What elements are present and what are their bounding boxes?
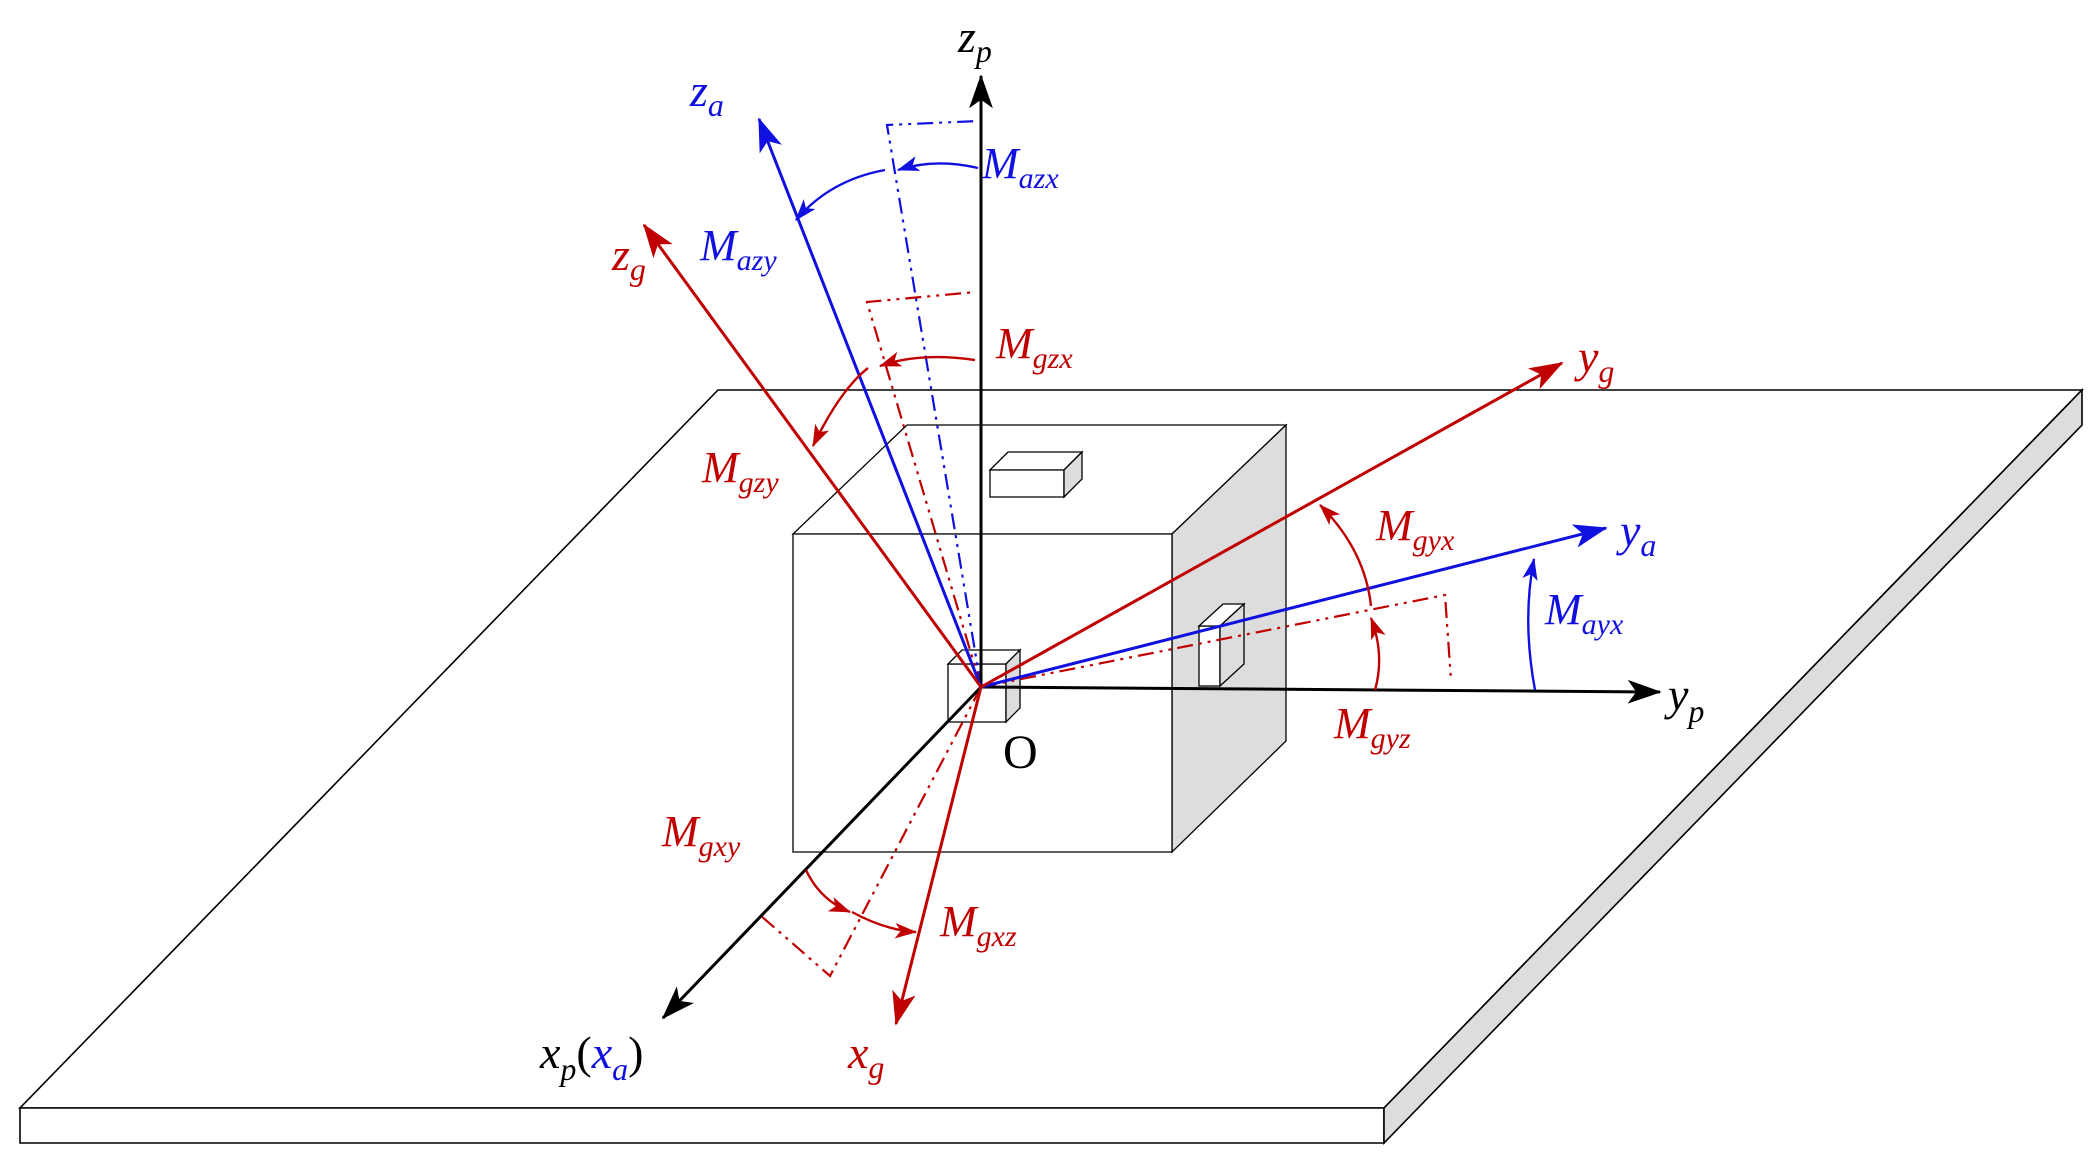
ya-axis xyxy=(980,524,1608,689)
xp-label: xp(xa) xyxy=(539,1027,644,1087)
gxz-arc xyxy=(851,910,918,939)
gxz-projection xyxy=(759,686,982,978)
axis-labels: zp yp xp(xa) za ya zg yg xg O xyxy=(539,11,1704,1087)
azx-projection xyxy=(885,119,983,688)
azy-label: Mazy xyxy=(699,221,777,277)
azx-arc xyxy=(896,156,979,172)
xg-label: xg xyxy=(847,1027,884,1085)
platform-frame-axes xyxy=(661,74,1662,1020)
sensor-block-top xyxy=(988,450,1084,499)
gzx-projection xyxy=(865,290,983,688)
azx-label: Mazx xyxy=(981,139,1059,195)
gzy-arc xyxy=(811,367,869,447)
gyro-frame-axes xyxy=(642,223,1564,1026)
gzy-label: Mgzy xyxy=(701,443,779,499)
zg-axis xyxy=(642,223,983,688)
gzx-label: Mgzx xyxy=(995,319,1073,375)
gxy-label: Mgxy xyxy=(661,807,741,863)
misalignment-arcs xyxy=(795,156,1538,939)
zp-label: zp xyxy=(957,11,992,69)
reference-projections xyxy=(759,119,1453,978)
za-label: za xyxy=(689,65,724,123)
plate-front-face xyxy=(19,1107,1385,1144)
yg-label: yg xyxy=(1574,331,1614,389)
gyx-projection xyxy=(980,593,1453,689)
yp-axis xyxy=(980,679,1662,704)
origin-label: O xyxy=(1003,726,1038,779)
gxz-label: Mgxz xyxy=(939,897,1017,953)
yg-axis xyxy=(980,361,1564,689)
ayx-label: Mayx xyxy=(1544,585,1624,641)
ayx-arc xyxy=(1522,557,1538,691)
gyx-arc xyxy=(1319,504,1373,607)
gxy-arc xyxy=(804,869,852,914)
ya-label: ya xyxy=(1616,505,1656,563)
yp-label: yp xyxy=(1664,669,1704,729)
gzx-arc xyxy=(878,351,976,368)
xp-axis xyxy=(661,685,983,1020)
misalignment-labels: Mazx Mazy Mgzx Mgzy Mayx Mgyx Mgyz Mgxy … xyxy=(661,139,1624,953)
gyz-label: Mgyz xyxy=(1333,699,1411,755)
xg-axis xyxy=(892,686,983,1026)
zg-label: zg xyxy=(611,229,646,287)
gyx-label: Mgyx xyxy=(1375,501,1455,557)
gyz-arc xyxy=(1369,616,1386,691)
azy-arc xyxy=(795,168,886,221)
plate-side-face xyxy=(1383,388,2083,1145)
